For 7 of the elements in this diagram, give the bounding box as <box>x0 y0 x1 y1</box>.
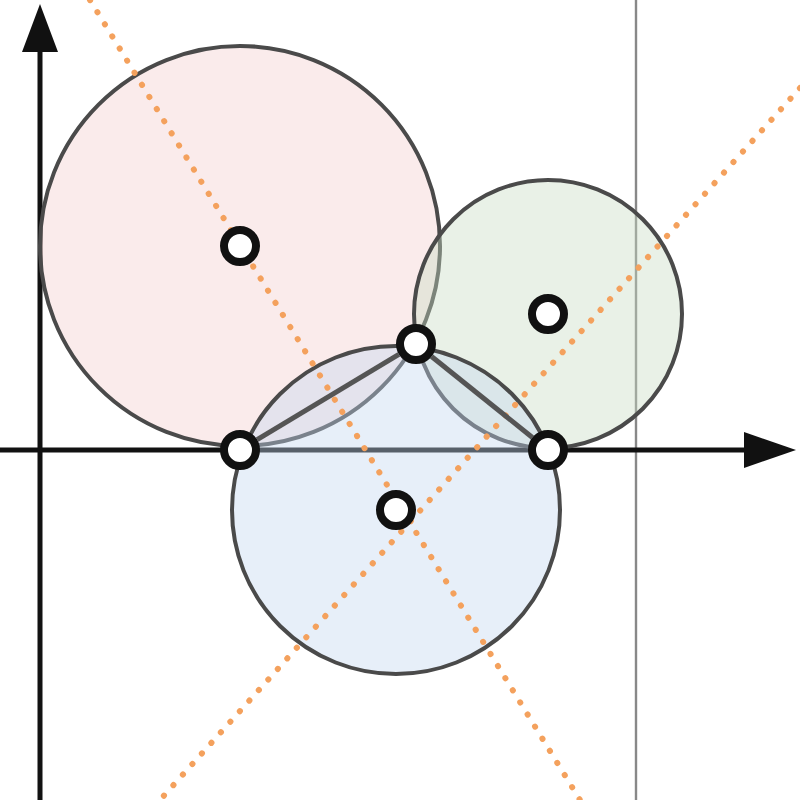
point-marker <box>528 294 568 334</box>
point-marker <box>220 226 260 266</box>
point-marker <box>376 490 416 530</box>
chord-line <box>255 352 401 442</box>
chord-line <box>430 354 534 440</box>
point-marker <box>528 430 568 470</box>
point-marker <box>220 430 260 470</box>
